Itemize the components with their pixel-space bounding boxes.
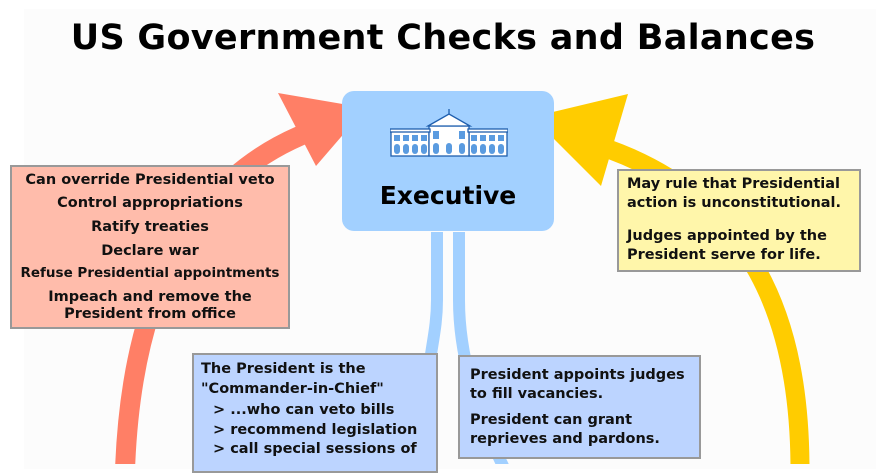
check-line: President can grant — [470, 412, 633, 428]
check-line: The President is the — [201, 361, 366, 377]
white-house-icon — [390, 109, 508, 157]
bullet-item: > call special sessions of — [213, 441, 417, 457]
check-item: Control appropriations — [57, 195, 243, 211]
check-line: action is unconstitutional. — [627, 195, 842, 211]
check-item: Declare war — [101, 243, 199, 259]
check-line: reprieves and pardons. — [470, 431, 660, 447]
check-line: May rule that Presidential — [627, 176, 841, 192]
executive-judicial-checks-box: President appoints judges to fill vacanc… — [458, 355, 701, 459]
legislative-checks-box: Can override Presidential veto Control a… — [10, 165, 290, 329]
check-item: Can override Presidential veto — [25, 172, 275, 188]
bullet-item: > recommend legislation — [213, 421, 418, 438]
judicial-checks-box: May rule that Presidential action is unc… — [617, 169, 861, 272]
judicial-arrowhead — [532, 94, 628, 186]
executive-label: Executive — [379, 181, 517, 210]
check-item: President from office — [64, 306, 236, 322]
page-title: US Government Checks and Balances — [70, 18, 816, 58]
check-line: Judges appointed by the — [627, 228, 827, 244]
check-line: President appoints judges — [470, 367, 685, 383]
executive-legislative-checks-box: The President is the "Commander-in-Chief… — [192, 353, 438, 473]
executive-node: Executive — [342, 91, 554, 231]
check-item: Impeach and remove the — [48, 289, 252, 305]
check-line: President serve for life. — [627, 247, 821, 263]
check-item: Refuse Presidential appointments — [20, 265, 280, 281]
check-line: "Commander-in-Chief" — [201, 380, 384, 397]
bullet-item: > ...who can veto bills — [213, 402, 395, 418]
check-item: Ratify treaties — [91, 219, 209, 235]
check-line: to fill vacancies. — [470, 386, 604, 402]
